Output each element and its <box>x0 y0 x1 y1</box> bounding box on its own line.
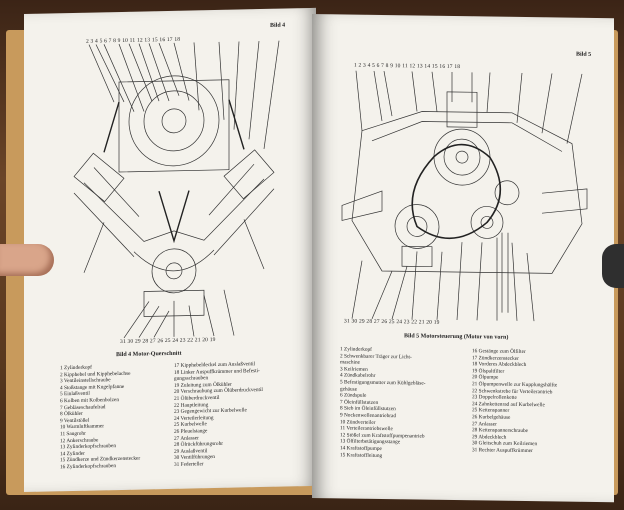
right-thumb <box>602 244 624 288</box>
left-bottom-callouts: 31 30 29 28 27 26 25 24 23 22 21 20 19 <box>120 336 216 345</box>
right-top-callouts: 1 2 3 4 5 6 7 8 9 10 11 12 13 14 15 16 1… <box>354 62 461 71</box>
right-legend-col1: 1 Zylinderkopf 2 Schwenkbarer Träger zur… <box>340 346 425 459</box>
right-figure-caption: Bild 5 Motorsteuerung (Motor von vorn) <box>404 333 509 341</box>
left-figure-caption: Bild 4 Motor-Querschnitt <box>116 350 182 359</box>
left-thumb <box>0 244 54 276</box>
right-legend-col2: 16 Gestänge zum Ölfilter 17 Zündkerzenst… <box>472 348 557 455</box>
right-page: Bild 5 1 2 3 4 5 6 7 8 9 10 11 12 13 14 … <box>312 14 614 503</box>
legend-item: 31 Federteller <box>174 461 204 468</box>
right-bottom-callouts: 31 30 29 28 27 26 25 24 23 22 21 20 19 <box>344 318 440 326</box>
left-figure-label: Bild 4 <box>270 22 286 29</box>
legend-item: 31 Rechter Auspuffkrümmer <box>472 447 533 454</box>
left-legend-col1: 1 Zylinderkopf 2 Kipphebel und Kipphebel… <box>60 364 140 471</box>
engine-timing-drawing <box>341 70 588 322</box>
engine-cross-section-drawing <box>73 40 280 339</box>
left-page: Bild 4 2 3 4 5 6 7 8 9 10 11 12 13 15 16… <box>24 7 316 492</box>
legend-item: 15 Kraftstoffleitung <box>340 451 383 459</box>
right-figure-label: Bild 5 <box>576 51 592 58</box>
left-legend-col2: 17 Kipphebeldeckel zum Auslaßventil 18 L… <box>174 361 263 468</box>
legend-item: 16 Zylinderkopfschrauben <box>60 462 117 471</box>
